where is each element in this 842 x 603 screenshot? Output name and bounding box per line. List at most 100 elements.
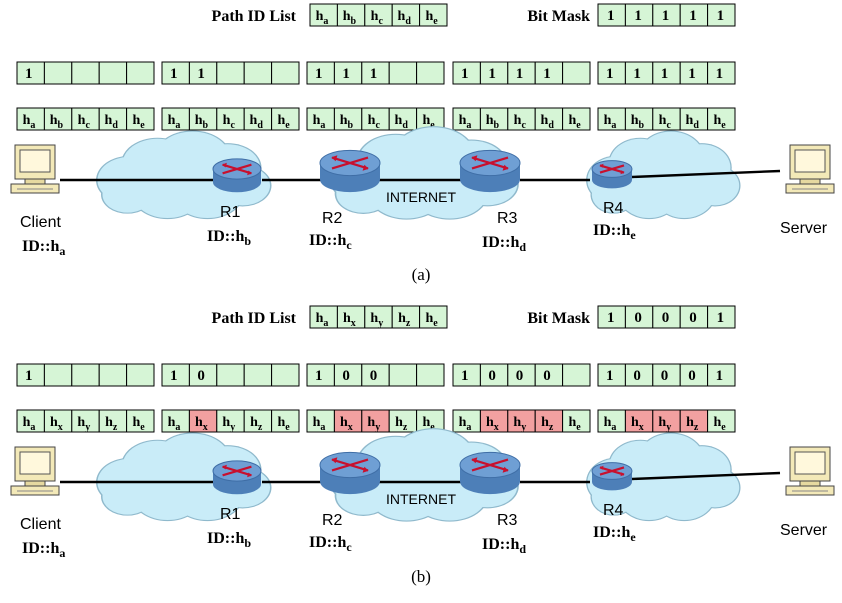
cell <box>43 61 73 85</box>
bit-value: 1 <box>25 368 33 384</box>
router-arrows-icon <box>331 156 369 170</box>
cell <box>71 61 100 85</box>
bit-value: 0 <box>689 310 697 326</box>
r3-id: ID::hd <box>482 234 526 254</box>
bit-mask-label: Bit Mask <box>527 310 590 327</box>
path-id: hc <box>371 9 384 27</box>
client-computer-icon <box>10 446 60 496</box>
hop-id: hd <box>395 113 409 131</box>
hop-id: he <box>277 113 290 131</box>
cell <box>707 409 736 433</box>
hop-id: hb <box>631 113 645 131</box>
bit-value: 1 <box>662 8 670 24</box>
network-links <box>60 471 781 484</box>
hop-id: ha <box>23 113 36 131</box>
cell <box>216 363 245 387</box>
cell <box>243 61 273 85</box>
path-id: hb <box>343 9 357 27</box>
router-arrows-icon <box>222 465 252 477</box>
client-label: Client <box>20 516 61 533</box>
cell <box>271 61 300 85</box>
hop-id: hb <box>50 113 64 131</box>
bit-value: 1 <box>488 66 496 82</box>
hop-id: hy <box>367 415 380 433</box>
router-r4-icon <box>591 462 633 491</box>
cloud-icon <box>586 130 741 220</box>
path-id-list-label: Path ID List <box>212 310 297 327</box>
r3-id: ID::hd <box>482 536 526 556</box>
router-arrows-icon <box>471 458 509 472</box>
hop-id: hc <box>514 113 527 131</box>
hop-id: hx <box>631 415 644 433</box>
router-r3-icon <box>459 451 521 495</box>
client-id: ID::ha <box>22 540 65 560</box>
bit-value: 0 <box>197 368 205 384</box>
hop-id: hx <box>195 415 208 433</box>
router-r3-icon <box>459 149 521 193</box>
cell <box>707 305 736 329</box>
hop-id: he <box>713 113 726 131</box>
hop-id: he <box>132 113 145 131</box>
hop-id: hc <box>223 113 236 131</box>
cell <box>707 363 736 387</box>
bit-value: 0 <box>370 368 378 384</box>
cell <box>216 61 245 85</box>
r2-label: R2 <box>322 512 343 529</box>
path-id: he <box>425 311 438 329</box>
cell <box>419 305 448 329</box>
bit-value: 1 <box>606 66 614 82</box>
bit-value: 0 <box>688 368 696 384</box>
hop-id: ha <box>313 415 326 433</box>
path-id: hy <box>370 311 383 329</box>
hop-id: ha <box>23 415 36 433</box>
hop-id: hc <box>659 113 672 131</box>
hop-id: he <box>422 113 435 131</box>
path-id: ha <box>316 9 329 27</box>
bit-value: 1 <box>716 368 724 384</box>
hop-id: he <box>277 415 290 433</box>
bit-value: 1 <box>342 66 350 82</box>
r4-id: ID::he <box>593 524 636 544</box>
cell <box>707 107 736 131</box>
hop-id: hb <box>340 113 354 131</box>
cell <box>271 409 300 433</box>
cell <box>388 61 418 85</box>
bit-mask-label: Bit Mask <box>527 8 590 25</box>
cell <box>243 363 273 387</box>
cell <box>126 363 155 387</box>
r1-id: ID::hb <box>207 530 251 550</box>
bit-value: 1 <box>716 66 724 82</box>
bit-value: 1 <box>688 66 696 82</box>
path-id-list-label: Path ID List <box>212 8 297 25</box>
router-arrows-icon <box>222 163 252 175</box>
bit-value: 1 <box>315 368 323 384</box>
r2-id: ID::hc <box>309 534 352 554</box>
hop-id: hz <box>395 415 408 433</box>
router-arrows-icon <box>471 156 509 170</box>
bit-value: 1 <box>461 368 469 384</box>
router-arrows-icon <box>599 164 625 174</box>
bit-value: 1 <box>717 310 725 326</box>
client-label: Client <box>20 214 61 231</box>
server-computer-icon <box>785 446 835 496</box>
hop-bit-mask: 1 <box>16 61 155 85</box>
cell <box>388 363 418 387</box>
cell <box>562 61 591 85</box>
cell <box>126 409 155 433</box>
r3-label: R3 <box>497 512 518 529</box>
